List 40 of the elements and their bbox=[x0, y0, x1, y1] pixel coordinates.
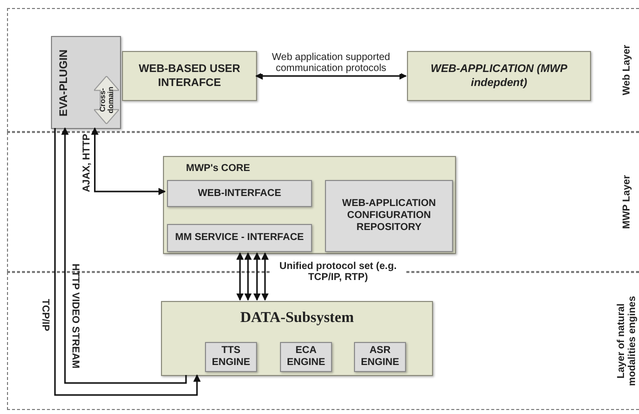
box-label: WEB-INTERFACE bbox=[196, 188, 282, 200]
module-box bbox=[167, 180, 312, 207]
plugin-box bbox=[51, 36, 121, 129]
box-label: ASR ENGINE bbox=[360, 345, 400, 369]
box-label: TTS ENGINE bbox=[210, 345, 252, 369]
connector-arrow bbox=[255, 72, 407, 80]
connector-arrow bbox=[261, 252, 269, 301]
edge-label: Web application supported communication protocols bbox=[261, 52, 401, 74]
box-label: ECA ENGINE bbox=[286, 345, 326, 369]
layer-label: Layer of natural modalities engines bbox=[616, 294, 638, 388]
connector-arrow bbox=[244, 252, 252, 301]
module-box bbox=[167, 224, 312, 252]
box-title: WEB-BASED USER INTERAFCE bbox=[138, 62, 242, 90]
box-title: DATA-Subsystem bbox=[239, 309, 355, 328]
connector-arrow bbox=[253, 252, 261, 301]
box-title: WEB-APPLICATION (MWP indepdent) bbox=[430, 62, 568, 90]
module-box bbox=[325, 180, 453, 252]
layer-band bbox=[7, 8, 639, 132]
module-box bbox=[205, 342, 257, 372]
component-box bbox=[407, 51, 591, 101]
layer-label: Web Layer bbox=[622, 44, 632, 98]
layer-label: MWP Layer bbox=[622, 174, 632, 231]
module-box bbox=[280, 342, 332, 372]
double-arrow bbox=[94, 76, 119, 124]
connector-arrow bbox=[91, 127, 166, 196]
box-label: WEB-APPLICATION CONFIGURATION REPOSITORY bbox=[341, 198, 437, 234]
module-box bbox=[354, 342, 406, 372]
box-label: MM SERVICE - INTERFACE bbox=[174, 232, 305, 244]
connector-arrow bbox=[54, 128, 201, 396]
container-box bbox=[161, 301, 433, 376]
edge-label: HTTP VIDEO STREAM bbox=[68, 264, 82, 368]
box-title: MWP's CORE bbox=[186, 162, 250, 176]
edge-label: TCP/IP bbox=[38, 298, 52, 332]
component-box bbox=[122, 51, 257, 101]
edge-label: AJAX, HTTP bbox=[80, 134, 94, 192]
edge-label: Unified protocol set (e.g. TCP/IP, RTP) bbox=[270, 261, 406, 283]
box-title: EVA-PLUGIN bbox=[56, 49, 71, 117]
connector-arrow bbox=[236, 252, 244, 301]
container-box bbox=[163, 156, 456, 254]
connector-arrow bbox=[61, 127, 187, 384]
